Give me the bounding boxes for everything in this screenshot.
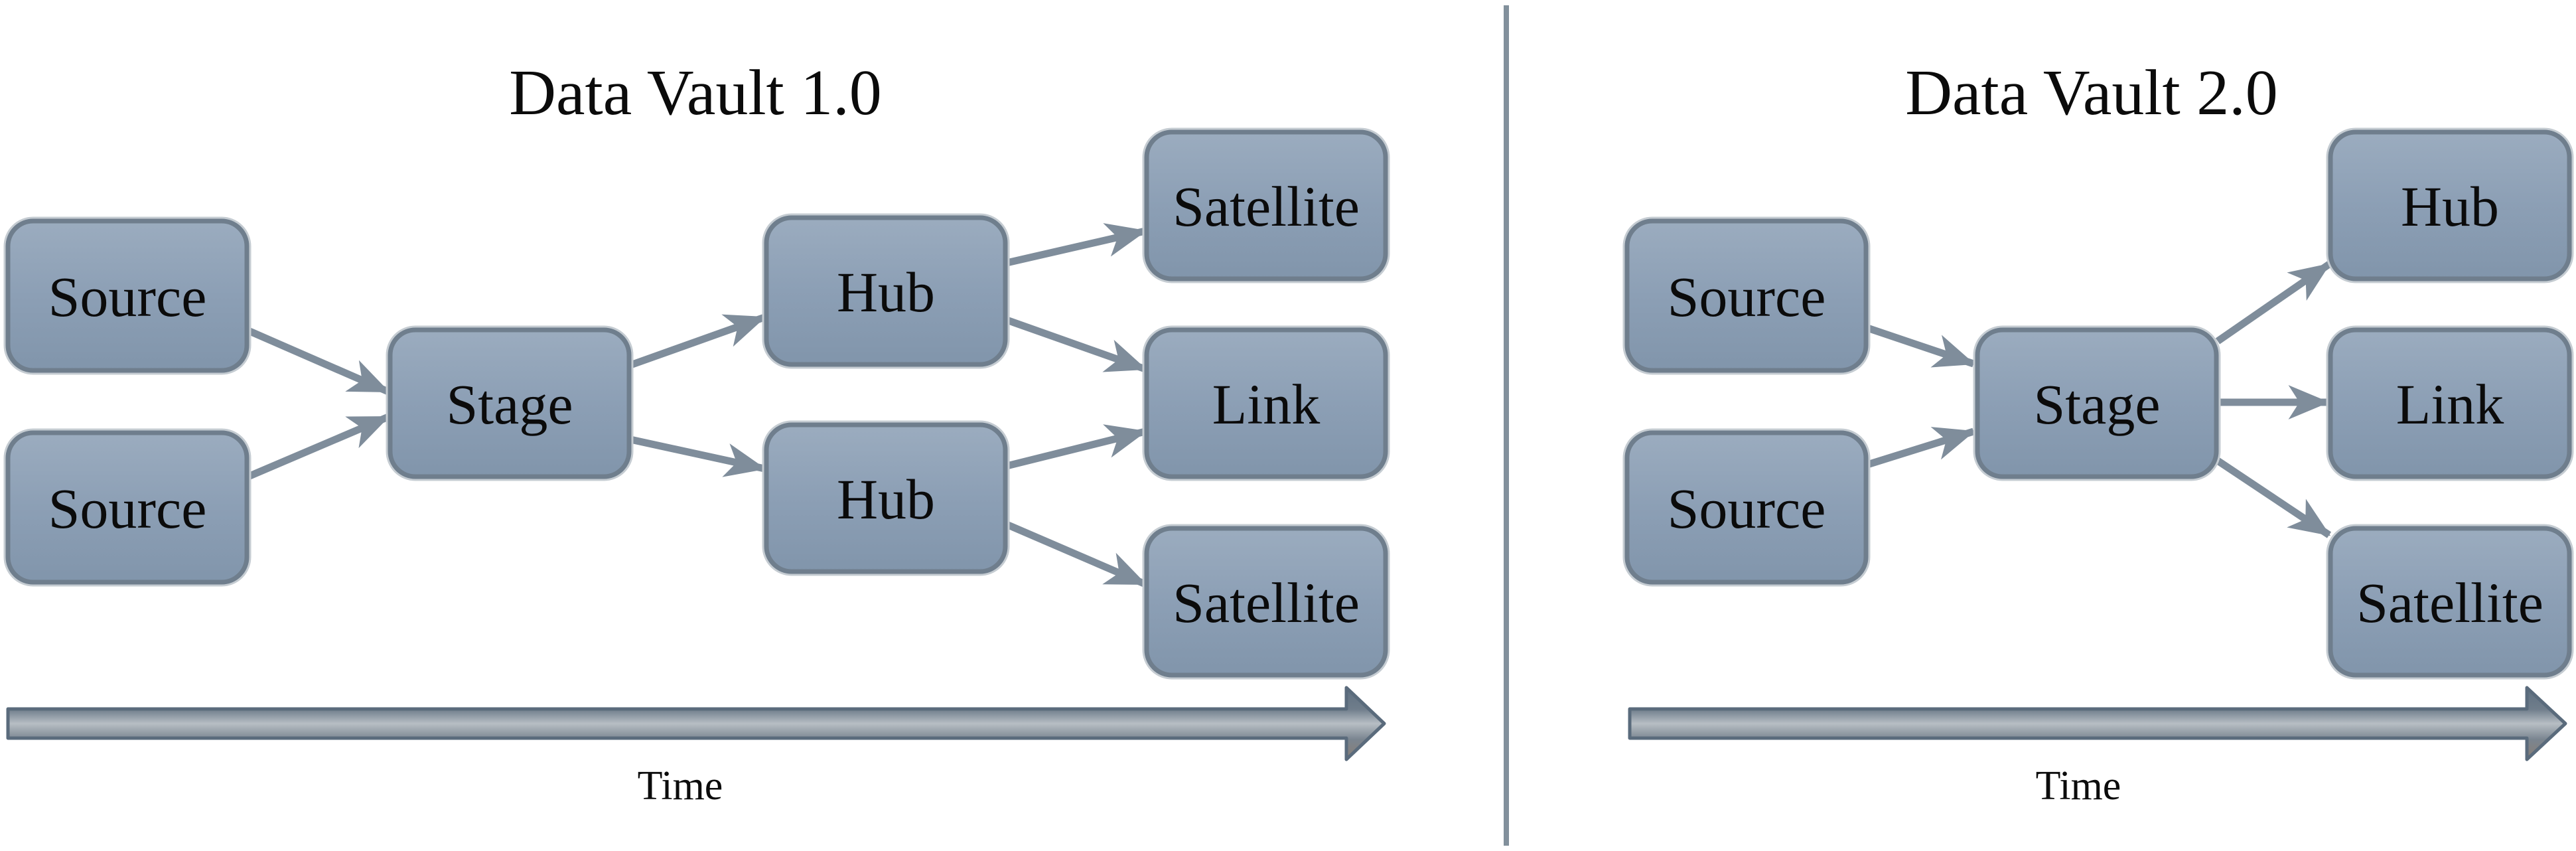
node-label: Stage (446, 372, 573, 436)
node-left-hub1: Hub (762, 213, 1010, 369)
node-right-hub: Hub (2326, 127, 2574, 283)
timeline-arrow-right (1628, 686, 2567, 761)
arrow-left-hub1-satellite1 (1005, 223, 1147, 267)
panel-data-vault-1: Data Vault 1.0 Source Source Stage (3, 57, 1390, 809)
time-label-right: Time (2036, 763, 2121, 809)
node-label: Stage (2033, 372, 2160, 436)
arrow-left-hub2-satellite2 (1005, 520, 1147, 588)
node-label: Source (48, 477, 207, 540)
panel-data-vault-2: Data Vault 2.0 Source Source Stage (1622, 57, 2574, 809)
node-left-satellite1: Satellite (1142, 127, 1390, 283)
node-label: Satellite (1173, 175, 1360, 238)
node-right-source1: Source (1622, 216, 1871, 375)
arrow-right-source1-stage (1866, 324, 1975, 368)
panel-title-left: Data Vault 1.0 (509, 57, 882, 129)
node-left-link: Link (1142, 325, 1390, 481)
node-label: Satellite (2356, 571, 2543, 635)
node-label: Hub (2401, 175, 2499, 238)
node-left-hub2: Hub (762, 420, 1010, 576)
arrow-left-hub2-link (1005, 424, 1147, 470)
node-left-satellite2: Satellite (1142, 524, 1390, 680)
connectors-right (1866, 261, 2332, 538)
arrow-left-hub1-link (1005, 316, 1147, 373)
node-right-source2: Source (1622, 428, 1871, 587)
node-label: Hub (837, 467, 935, 531)
node-label: Source (48, 265, 207, 329)
node-label: Satellite (1173, 571, 1360, 635)
arrow-right-stage-hub (2215, 261, 2332, 345)
node-label: Hub (837, 260, 935, 324)
timeline-arrow-left (6, 686, 1386, 761)
arrow-left-stage-hub2 (629, 435, 766, 477)
node-right-stage: Stage (1973, 325, 2221, 481)
node-label: Source (1668, 265, 1826, 329)
time-label-left: Time (638, 763, 723, 809)
arrow-left-source2-stage (246, 413, 390, 481)
node-right-satellite: Satellite (2326, 524, 2574, 680)
node-left-stage: Stage (386, 325, 634, 481)
node-left-source1: Source (3, 216, 251, 375)
node-label: Link (2396, 372, 2504, 436)
arrow-right-stage-satellite (2211, 455, 2332, 538)
panel-title-right: Data Vault 2.0 (1905, 57, 2278, 129)
node-right-link: Link (2326, 325, 2574, 481)
node-left-source2: Source (3, 428, 251, 587)
arrow-right-source2-stage (1866, 427, 1975, 469)
node-label: Link (1212, 372, 1320, 436)
arrow-left-stage-hub1 (629, 313, 766, 369)
connectors-left (246, 223, 1147, 588)
arrow-left-source1-stage (246, 327, 390, 396)
node-label: Source (1668, 477, 1826, 540)
